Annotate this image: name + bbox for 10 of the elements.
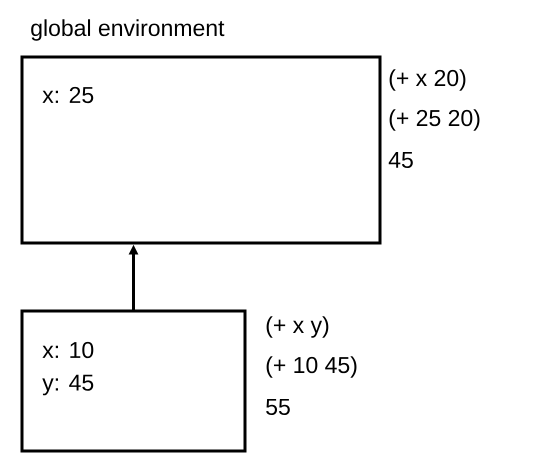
evaluation-step: 45 <box>388 152 413 168</box>
binding-text: x: 10 <box>42 342 94 358</box>
evaluation-step: (+ 25 20) <box>390 109 480 131</box>
evaluation-step: (+ x 20) <box>390 69 466 91</box>
evaluation-step: (+ x y) <box>266 316 328 338</box>
binding-text: x: 25 <box>42 86 94 104</box>
environment-title: global environment <box>31 19 224 41</box>
binding-text: y: 45 <box>42 374 94 396</box>
evaluation-step: 55 <box>266 398 290 416</box>
evaluation-step: (+ 10 45) <box>266 356 356 378</box>
